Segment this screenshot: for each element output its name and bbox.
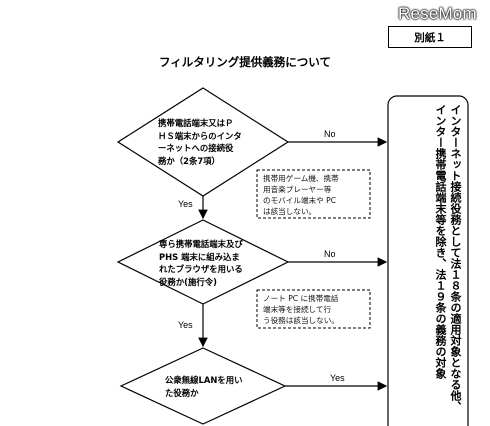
- edge-label-no-1: No: [324, 129, 336, 139]
- decision-1-line: 務か（2条7項）: [158, 155, 220, 166]
- decision-2-line: れたブラウザを用いる: [159, 264, 243, 274]
- decision-2-line: 専ら携帯電話端末及び: [159, 239, 243, 249]
- decision-3-text: 公衆無線LANを用い た役務か: [165, 374, 242, 399]
- decision-2-line: 役務か(施行令): [159, 276, 217, 287]
- decision-3-line: 公衆無線LANを用い: [165, 375, 243, 385]
- edge-label-yes-3: Yes: [330, 373, 345, 383]
- resemom-watermark: ReseMom: [398, 4, 477, 23]
- decision-1-line: ＨＳ端末からのインタ: [158, 130, 242, 141]
- note-2-line: 端末等を接続して行: [263, 305, 332, 314]
- note-2-line: ノート PC に携帯電話: [263, 294, 339, 303]
- note-box-2: [256, 289, 371, 329]
- edge-label-yes-2: Yes: [178, 320, 193, 330]
- note-1-text: 携帯用ゲーム機、携帯 用音楽プレーヤー等 のモバイル端末や PC は該当しない。: [263, 173, 339, 217]
- annex-label-box: 別紙１: [388, 26, 472, 48]
- edge-label-yes-1: Yes: [178, 199, 193, 209]
- decision-1-text: 携帯電話端末又はＰ ＨＳ端末からのインタ ーネットへの接続役 務か（2条7項）: [158, 117, 242, 167]
- note-box-1: [256, 169, 371, 219]
- note-2-text: ノート PC に携帯電話 端末等を接続して行 う役務は該当しない。: [263, 293, 339, 326]
- note-2-line: う役務は該当しない。: [263, 316, 339, 325]
- result-box-text: インターネット接続役務として法１８条の適用対象となる他、インター携帯電話端末等を…: [434, 104, 462, 412]
- decision-3-line: た役務か: [165, 387, 199, 398]
- note-1-line: のモバイル端末や PC: [263, 196, 337, 205]
- annex-label: 別紙１: [414, 31, 446, 44]
- page-title: フィルタリング提供義務について: [159, 55, 331, 69]
- decision-2-line: PHS 端末に組み込ま: [159, 251, 240, 262]
- decision-2-text: 専ら携帯電話端末及び PHS 端末に組み込ま れたブラウザを用いる 役務か(施行…: [159, 238, 243, 288]
- decision-1-line: ーネットへの接続役: [158, 143, 234, 153]
- result-box: [387, 95, 469, 426]
- note-1-line: 携帯用ゲーム機、携帯: [263, 174, 339, 183]
- decision-diamond-3: [119, 347, 287, 425]
- decision-1-line: 携帯電話端末又はＰ: [158, 118, 234, 128]
- note-1-line: 用音楽プレーヤー等: [263, 185, 332, 194]
- note-1-line: は該当しない。: [263, 207, 317, 216]
- edge-label-no-2: No: [324, 249, 336, 259]
